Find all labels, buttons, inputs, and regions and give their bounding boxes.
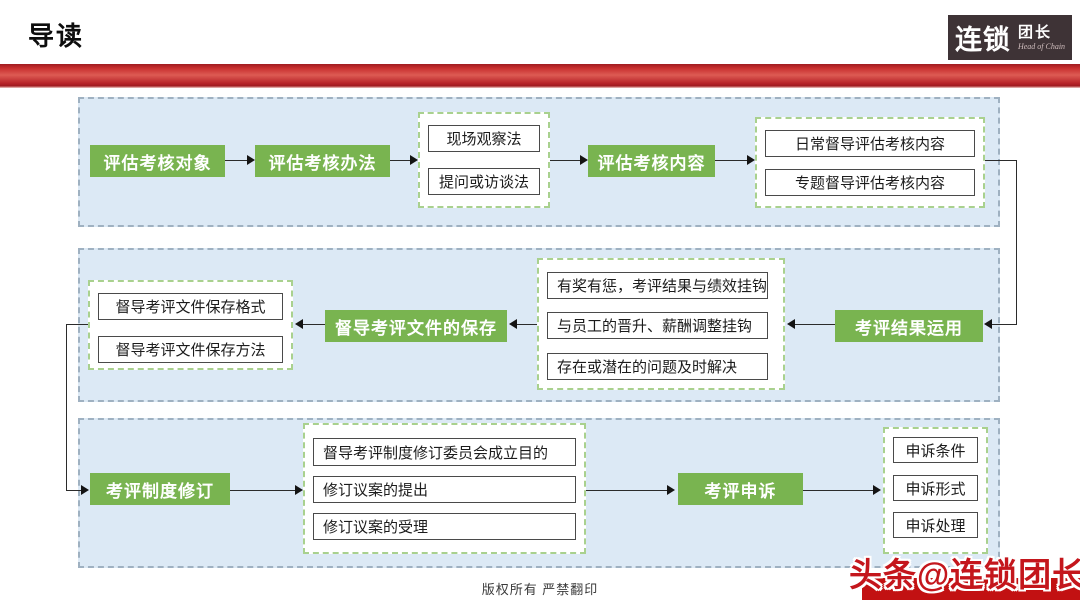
- connector-line: [390, 160, 411, 161]
- brand-logo-cn2: 团长: [1017, 23, 1052, 41]
- connector-elbow-bottom: [992, 324, 1017, 325]
- connector-elbow-top: [985, 160, 1017, 161]
- arrowhead: [667, 485, 675, 495]
- connector-line: [517, 324, 537, 325]
- arrowhead: [295, 485, 303, 495]
- arrowhead: [295, 319, 303, 329]
- item-appeal-conditions: 申诉条件: [893, 437, 978, 463]
- node-file-saving: 督导考评文件的保存: [325, 310, 507, 342]
- arrowhead: [787, 319, 795, 329]
- node-assessment-content: 评估考核内容: [588, 145, 715, 177]
- connector-elbow-vertical: [66, 324, 67, 491]
- item-revision-committee: 督导考评制度修订委员会成立目的: [313, 438, 576, 466]
- connector-line: [803, 490, 874, 491]
- brand-logo-side: 团长 Head of Chain: [1018, 25, 1065, 51]
- watermark-text: 头条@连锁团长: [849, 556, 1080, 593]
- arrowhead: [984, 319, 992, 329]
- connector-line: [715, 160, 748, 161]
- page-title: 导读: [28, 21, 85, 51]
- item-appeal-handling: 申诉处理: [893, 512, 978, 538]
- item-method-observe: 现场观察法: [428, 125, 540, 152]
- arrowhead: [580, 155, 588, 165]
- brand-logo-en: Head of Chain: [1017, 41, 1066, 51]
- node-system-revision: 考评制度修订: [90, 473, 230, 505]
- arrowhead: [81, 485, 89, 495]
- node-assessment-target: 评估考核对象: [90, 145, 225, 177]
- node-results-application: 考评结果运用: [835, 310, 983, 342]
- title-divider-bar: [0, 64, 1080, 88]
- brand-logo-cn: 连锁: [954, 25, 1011, 55]
- connector-line: [303, 324, 325, 325]
- connector-line: [550, 160, 581, 161]
- connector-elbow-vertical: [1015, 160, 1017, 325]
- item-revision-acceptance: 修订议案的受理: [313, 513, 576, 540]
- item-save-format: 督导考评文件保存格式: [98, 293, 283, 320]
- connector-line: [586, 490, 668, 491]
- arrowhead: [509, 319, 517, 329]
- arrowhead: [873, 485, 881, 495]
- connector-line: [230, 490, 296, 491]
- item-method-interview: 提问或访谈法: [428, 168, 540, 195]
- brand-logo: 连锁 团长 Head of Chain: [948, 15, 1072, 60]
- arrowhead: [410, 155, 418, 165]
- node-appeal: 考评申诉: [678, 473, 803, 505]
- arrowhead: [747, 155, 755, 165]
- connector-line: [225, 160, 248, 161]
- item-revision-proposal: 修订议案的提出: [313, 476, 576, 503]
- node-assessment-method: 评估考核办法: [255, 145, 390, 177]
- connector-elbow-bottom: [67, 490, 82, 491]
- item-result-promotion: 与员工的晋升、薪酬调整挂钩: [547, 312, 768, 339]
- copyright-notice: 版权所有 严禁翻印: [481, 582, 599, 597]
- arrowhead: [247, 155, 255, 165]
- item-appeal-forms: 申诉形式: [893, 475, 978, 501]
- item-save-method: 督导考评文件保存方法: [98, 336, 283, 363]
- item-result-problems: 存在或潜在的问题及时解决: [547, 353, 768, 380]
- watermark-banner: [862, 578, 1080, 600]
- item-result-reward: 有奖有惩，考评结果与绩效挂钩: [547, 272, 768, 299]
- connector-line: [795, 324, 835, 325]
- connector-elbow-top: [66, 324, 88, 325]
- item-content-special: 专题督导评估考核内容: [765, 169, 975, 196]
- item-content-daily: 日常督导评估考核内容: [765, 130, 975, 157]
